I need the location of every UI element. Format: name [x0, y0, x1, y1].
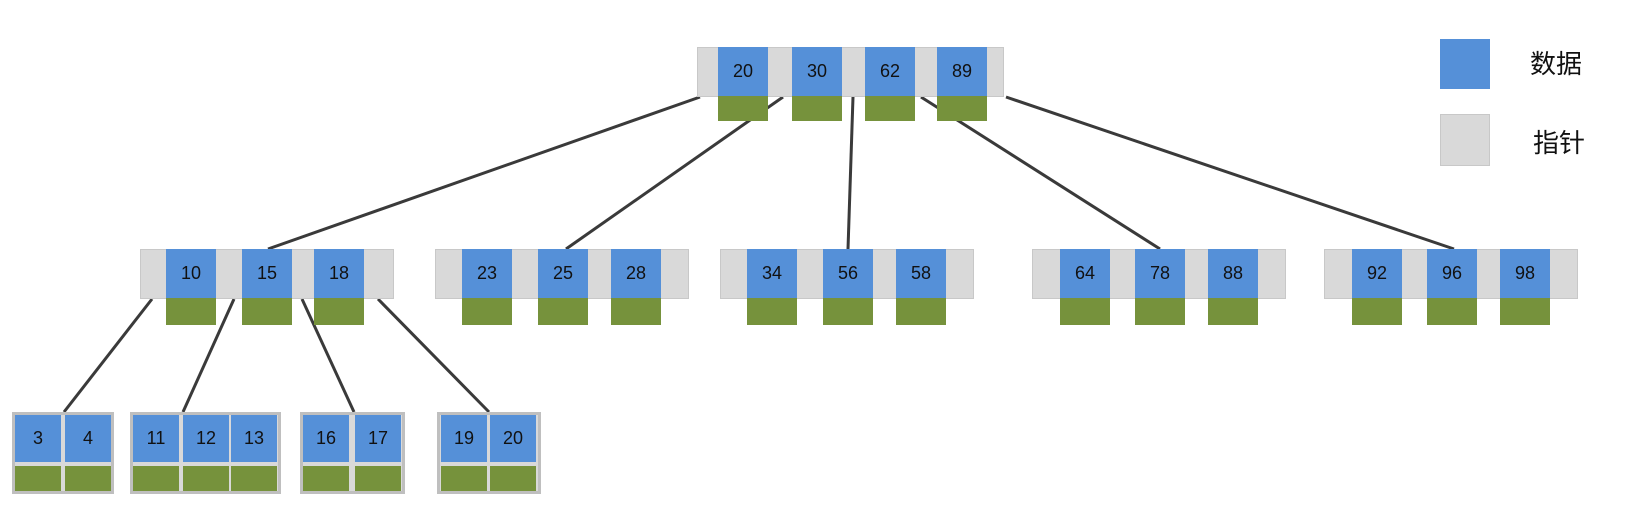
root-key: 20: [718, 47, 768, 96]
internal-green-block: [823, 298, 873, 325]
root-green-block: [718, 94, 768, 121]
internal-green-block: [242, 298, 292, 325]
tree-edge: [1005, 95, 1455, 251]
leaf-key: 3: [15, 415, 61, 462]
tree-edge: [846, 96, 855, 250]
internal-green-block: [1500, 298, 1550, 325]
internal-key: 98: [1500, 249, 1550, 298]
leaf-key: 11: [133, 415, 179, 462]
root-key: 30: [792, 47, 842, 96]
internal-green-block: [538, 298, 588, 325]
leaf-key: 4: [65, 415, 111, 462]
internal-key: 78: [1135, 249, 1185, 298]
internal-green-block: [896, 298, 946, 325]
tree-edge: [920, 95, 1161, 251]
leaf-key: 17: [355, 415, 401, 462]
root-key: 89: [937, 47, 987, 96]
internal-key: 18: [314, 249, 364, 298]
internal-green-block: [166, 298, 216, 325]
leaf-key: 16: [303, 415, 349, 462]
internal-key: 92: [1352, 249, 1402, 298]
tree-edge: [565, 95, 784, 251]
legend-data-label: 数据: [1530, 49, 1583, 79]
internal-green-block: [1135, 298, 1185, 325]
tree-edge: [62, 298, 154, 413]
leaf-green-block: [15, 466, 61, 491]
legend-data-swatch: [1440, 39, 1490, 89]
root-green-block: [865, 94, 915, 121]
legend-pointer-label: 指针: [1533, 128, 1586, 158]
internal-green-block: [1352, 298, 1402, 325]
leaf-green-block: [303, 466, 349, 491]
internal-green-block: [462, 298, 512, 325]
internal-key: 23: [462, 249, 512, 298]
leaf-key: 12: [183, 415, 229, 462]
leaf-green-block: [133, 466, 179, 491]
tree-edge: [181, 298, 236, 413]
internal-green-block: [1427, 298, 1477, 325]
internal-key: 25: [538, 249, 588, 298]
tree-edge: [376, 297, 491, 414]
root-green-block: [792, 94, 842, 121]
legend-pointer-swatch: [1440, 114, 1490, 166]
leaf-key: 20: [490, 415, 536, 462]
internal-key: 58: [896, 249, 946, 298]
leaf-key: 13: [231, 415, 277, 462]
internal-key: 28: [611, 249, 661, 298]
internal-key: 15: [242, 249, 292, 298]
internal-key: 64: [1060, 249, 1110, 298]
internal-key: 10: [166, 249, 216, 298]
leaf-green-block: [441, 466, 487, 491]
internal-green-block: [314, 298, 364, 325]
internal-green-block: [611, 298, 661, 325]
leaf-green-block: [183, 466, 229, 491]
root-green-block: [937, 94, 987, 121]
internal-green-block: [747, 298, 797, 325]
leaf-green-block: [65, 466, 111, 491]
internal-key: 34: [747, 249, 797, 298]
internal-key: 88: [1208, 249, 1258, 298]
internal-green-block: [1060, 298, 1110, 325]
internal-key: 56: [823, 249, 873, 298]
tree-edge: [267, 95, 701, 251]
leaf-green-block: [231, 466, 277, 491]
tree-edge: [300, 298, 356, 413]
leaf-green-block: [355, 466, 401, 491]
leaf-key: 19: [441, 415, 487, 462]
internal-key: 96: [1427, 249, 1477, 298]
internal-green-block: [1208, 298, 1258, 325]
leaf-green-block: [490, 466, 536, 491]
root-key: 62: [865, 47, 915, 96]
